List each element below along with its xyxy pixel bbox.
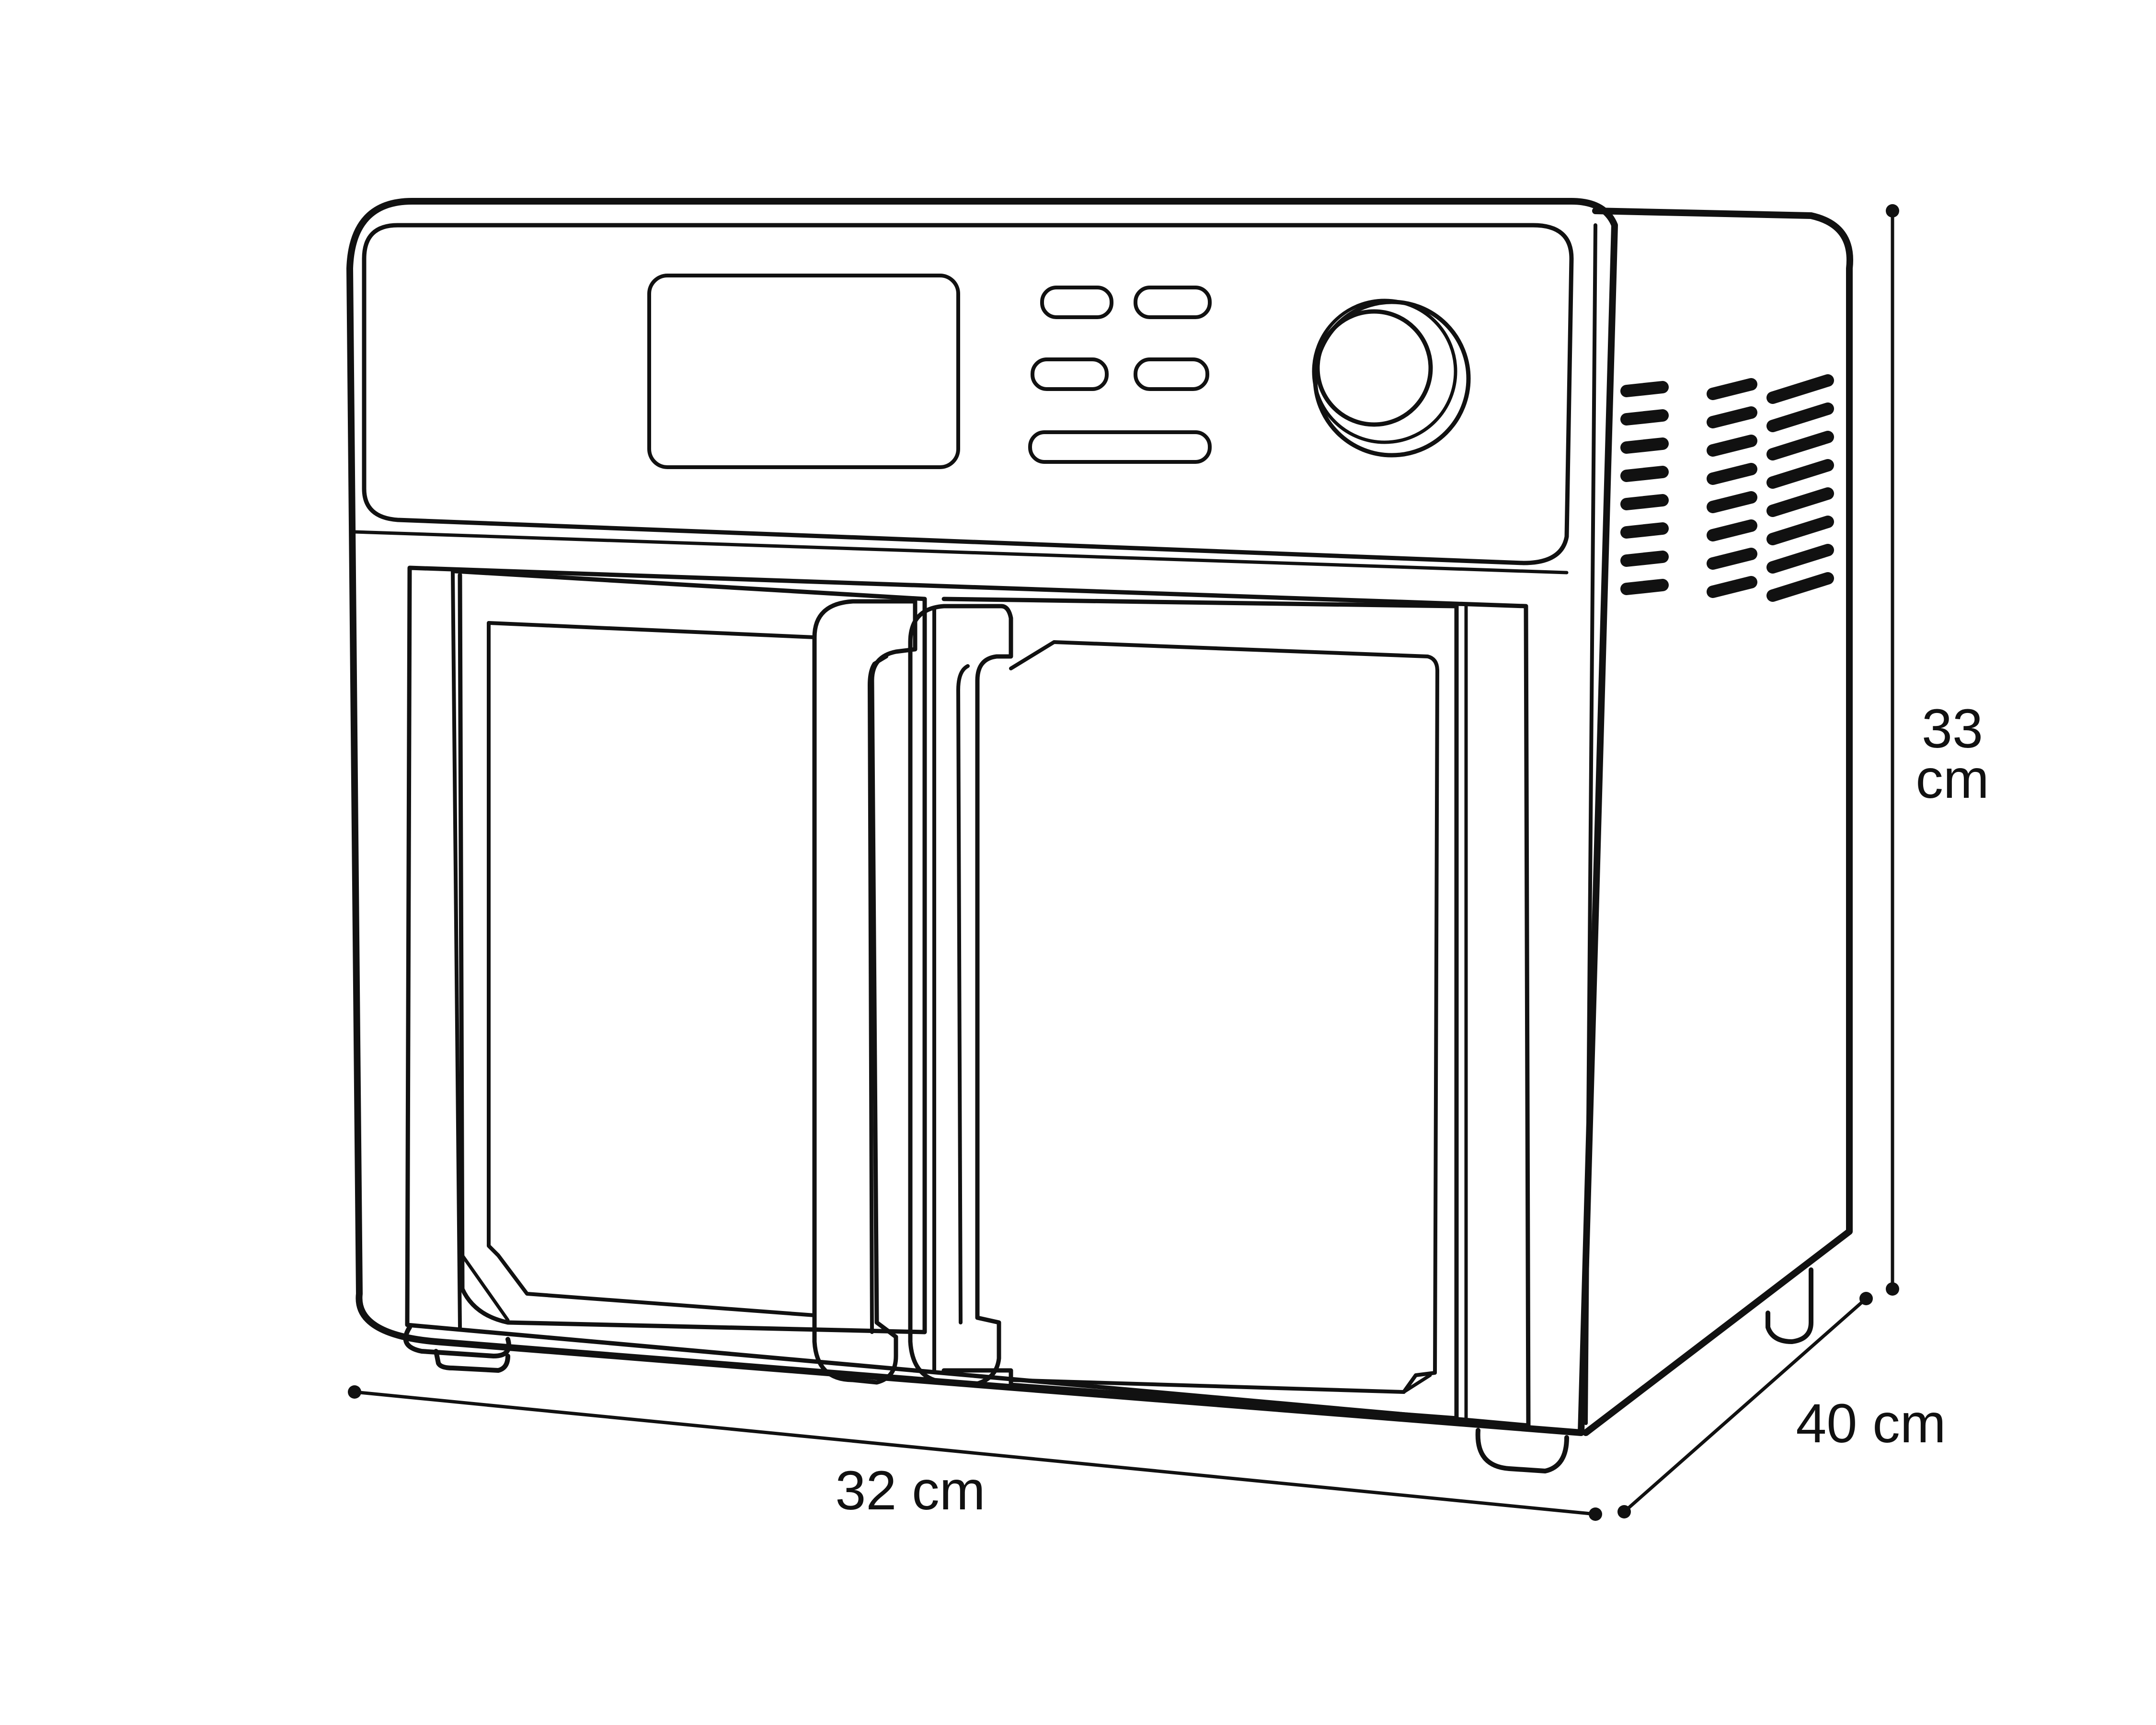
control-panel-outline [362, 223, 1574, 565]
oven-body [346, 198, 1853, 1436]
button-middle-left[interactable] [1031, 357, 1109, 391]
vent-slot [1766, 544, 1834, 574]
vent-slot [1766, 572, 1834, 602]
vent-slot [1707, 406, 1757, 428]
height-top-dot [1886, 204, 1899, 218]
right-door-handle[interactable] [908, 604, 1013, 1387]
vent-slot [1620, 437, 1669, 454]
width-label: 32 cm [835, 1460, 985, 1521]
vent-slot [1766, 374, 1834, 404]
height-value-label: 33 [1922, 698, 1983, 759]
left-door[interactable] [453, 569, 927, 1334]
foot-back-right [1766, 1267, 1813, 1344]
vent-slot [1707, 548, 1757, 570]
foot-front-left-lower [434, 1349, 510, 1373]
oven-feet [403, 1267, 1813, 1473]
side-face-outline [1583, 207, 1853, 1436]
vent-slot [1766, 459, 1834, 489]
vent-slot [1620, 551, 1669, 567]
vent-slot [1620, 381, 1669, 397]
depth-dimension-line [1622, 1297, 1868, 1514]
right-door-window [1009, 640, 1439, 1394]
vent-slot [1707, 519, 1757, 541]
vent-slot [1620, 579, 1669, 595]
vent-slot [1707, 491, 1757, 513]
dimension-lines [353, 209, 1894, 1516]
left-door-outline [453, 569, 927, 1334]
display-screen [647, 274, 960, 469]
button-wide[interactable] [1028, 430, 1212, 464]
front-side-edge [1584, 223, 1597, 1425]
right-door[interactable] [941, 597, 1459, 1421]
door-frame-left-rail [451, 569, 462, 1329]
vent-slot [1766, 431, 1834, 460]
button-top-left[interactable] [1040, 286, 1113, 319]
right-door-lower-bevel [1402, 1373, 1432, 1394]
left-door-lower-bevel [460, 1254, 510, 1322]
vent-slot [1707, 435, 1757, 457]
vent-slot [1620, 466, 1669, 482]
depth-end-dot [1859, 1292, 1873, 1305]
vent-slot [1620, 522, 1669, 539]
vent-slot [1707, 463, 1757, 485]
control-dial-icon[interactable] [1312, 299, 1471, 458]
panel-lower-band [353, 530, 1569, 575]
vent-slot [1766, 487, 1834, 517]
dimension-endpoints [348, 204, 1899, 1521]
vent-slot [1620, 409, 1669, 426]
vent-slot [1766, 402, 1834, 432]
width-end-dot [1589, 1507, 1602, 1521]
right-door-outline [941, 597, 1459, 1421]
foot-front-left [403, 1325, 511, 1358]
left-door-window [487, 621, 816, 1317]
button-top-right[interactable] [1134, 286, 1212, 319]
front-face-outline [346, 198, 1618, 1436]
height-unit-label: cm [1915, 748, 1989, 810]
vent-slot [1620, 494, 1669, 510]
width-start-dot [348, 1385, 361, 1399]
width-dimension-line [353, 1390, 1597, 1516]
control-panel [353, 223, 1574, 575]
side-vent-grille [1620, 374, 1834, 602]
vent-slot [1707, 378, 1757, 400]
left-door-handle[interactable] [812, 599, 917, 1385]
vent-slot [1766, 516, 1834, 545]
depth-start-dot [1617, 1505, 1631, 1518]
door-frame-outline [405, 565, 1531, 1428]
vent-slot [1707, 576, 1757, 598]
foot-front-right [1475, 1428, 1569, 1473]
button-middle-right[interactable] [1134, 357, 1209, 391]
height-bottom-dot [1886, 1282, 1899, 1296]
depth-label: 40 cm [1796, 1393, 1946, 1454]
